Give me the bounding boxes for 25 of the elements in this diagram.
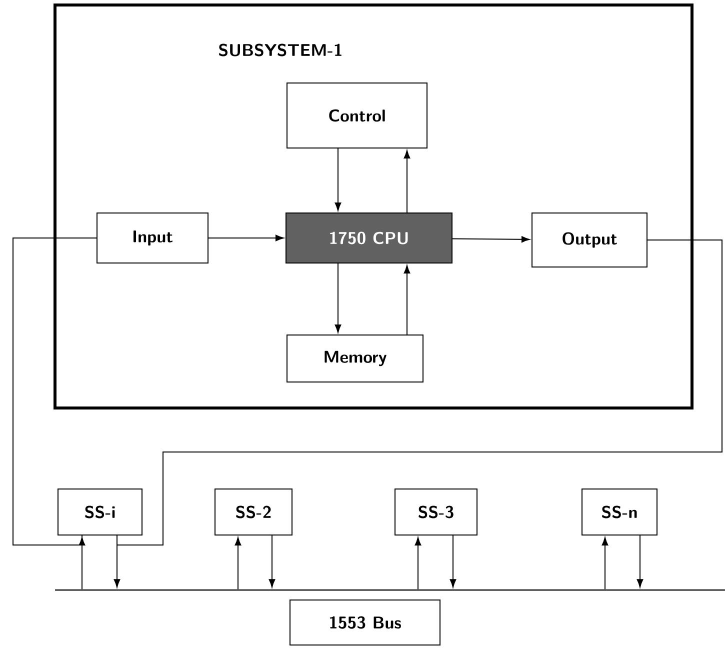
arrow [414,537,422,590]
arrow [452,236,530,243]
arrow [78,537,86,590]
arrow [208,234,284,242]
process-box: SS-n [582,488,658,536]
arrow [404,265,410,335]
arrow [334,148,342,211]
process-box: Memory [286,334,424,382]
process-box: SS-i [58,488,142,536]
arrow [602,537,608,590]
box-heading: SUBSYSTEM-1 [219,44,342,56]
process-box: Control [286,82,428,148]
process-box: Input [96,212,208,264]
arrow [334,262,342,333]
arrow [234,537,242,590]
process-box: SS-2 [214,488,292,536]
cpu-box: 1750 CPU [286,212,452,264]
process-box: Output [532,212,648,268]
arrow [636,534,644,588]
process-box: 1553 Bus [290,599,440,646]
arrow [450,534,456,588]
arrow [114,534,120,588]
arrow [268,534,276,588]
arrow [404,150,410,213]
process-box: SS-3 [394,488,478,536]
